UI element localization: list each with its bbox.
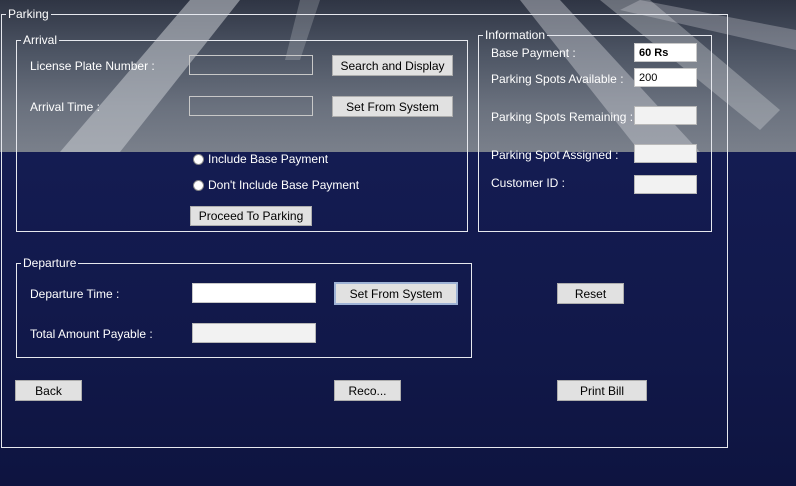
reco-button[interactable]: Reco...	[334, 380, 401, 401]
departure-time-input[interactable]	[192, 283, 316, 303]
total-amount-label: Total Amount Payable :	[30, 327, 153, 341]
customer-id-field[interactable]	[634, 175, 697, 194]
proceed-to-parking-button[interactable]: Proceed To Parking	[190, 206, 312, 226]
arrival-time-input[interactable]	[189, 96, 313, 116]
parking-legend: Parking	[8, 7, 49, 21]
print-bill-button[interactable]: Print Bill	[557, 380, 647, 401]
information-group: Information	[478, 28, 712, 232]
departure-legend: Departure	[23, 256, 77, 270]
license-plate-input[interactable]	[189, 55, 313, 75]
information-legend: Information	[485, 28, 546, 42]
base-payment-label: Base Payment :	[491, 46, 576, 60]
spot-assigned-label: Parking Spot Assigned :	[491, 148, 619, 162]
back-button[interactable]: Back	[15, 380, 82, 401]
exclude-base-payment-radio[interactable]: Don't Include Base Payment	[193, 178, 359, 192]
customer-id-label: Customer ID :	[491, 176, 566, 190]
arrival-set-from-system-button[interactable]: Set From System	[332, 96, 453, 117]
spots-available-field[interactable]	[634, 68, 697, 87]
spots-remaining-label: Parking Spots Remaining :	[491, 110, 634, 124]
parking-group: Parking	[1, 7, 728, 448]
search-and-display-button[interactable]: Search and Display	[332, 55, 453, 76]
arrival-group: Arrival	[16, 33, 468, 232]
spot-assigned-field[interactable]	[634, 144, 697, 163]
total-amount-field[interactable]	[192, 323, 316, 343]
license-plate-label: License Plate Number :	[30, 59, 155, 73]
departure-set-from-system-button[interactable]: Set From System	[334, 282, 458, 305]
departure-time-label: Departure Time :	[30, 287, 120, 301]
include-base-payment-label: Include Base Payment	[208, 152, 329, 166]
spots-available-label: Parking Spots Available :	[491, 72, 624, 86]
include-base-payment-radio[interactable]: Include Base Payment	[193, 152, 328, 166]
reset-button[interactable]: Reset	[557, 283, 624, 304]
departure-group: Departure	[16, 256, 472, 358]
radio-circle-icon[interactable]	[193, 179, 204, 191]
background-dark-panel	[0, 152, 796, 486]
arrival-legend: Arrival	[23, 33, 58, 47]
spots-remaining-field[interactable]	[634, 106, 697, 125]
radio-circle-icon[interactable]	[193, 153, 204, 165]
arrival-time-label: Arrival Time :	[30, 100, 101, 114]
base-payment-field[interactable]	[634, 43, 697, 62]
exclude-base-payment-label: Don't Include Base Payment	[208, 178, 360, 192]
